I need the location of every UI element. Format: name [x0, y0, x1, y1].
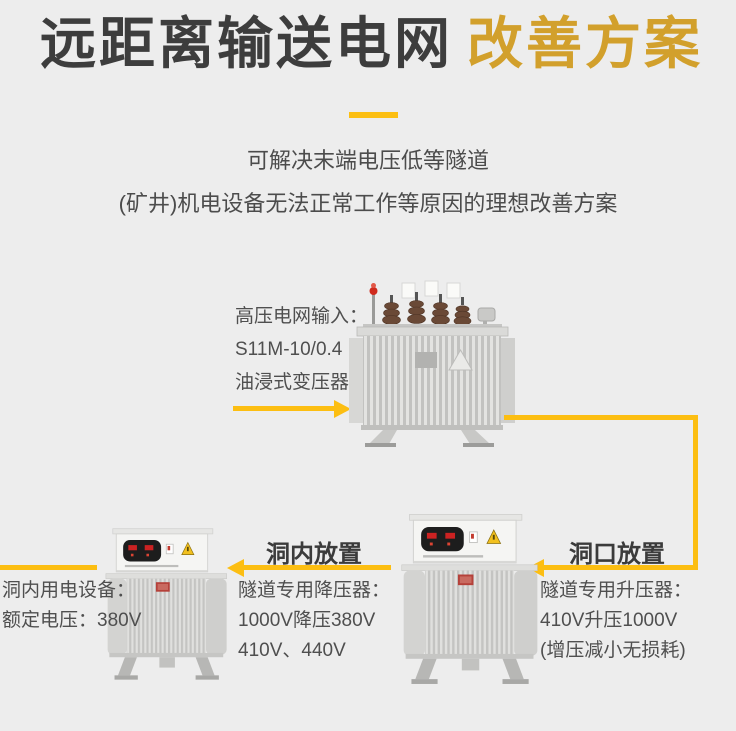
- grid-input-line2: S11M-10/0.4: [235, 339, 343, 360]
- connector-line-entrance: [543, 565, 698, 570]
- stepup-line1: 隧道专用升压器：: [540, 580, 693, 601]
- stepup-transformer-image: [401, 514, 538, 684]
- grid-input-line3: 油浸式变压器: [235, 372, 350, 393]
- stepup-line2: 410V升压1000V: [540, 610, 678, 631]
- subtitle-line1: 可解决末端电压低等隧道: [246, 148, 489, 173]
- connector-line-right: [693, 415, 698, 570]
- label-entrance-placement: 洞口放置: [569, 541, 665, 568]
- oil-transformer-image: [349, 280, 515, 447]
- subtitle-line2: (矿井)机电设备无法正常工作等原因的理想改善方案: [118, 191, 618, 216]
- equipment-line2: 额定电压：380V: [2, 610, 142, 631]
- title-accent: 改善方案: [467, 12, 703, 75]
- connector-line-inside: [243, 565, 391, 570]
- stepup-text-block: 隧道专用升压器： 410V升压1000V (增压减小无损耗): [540, 576, 692, 666]
- label-inside-placement: 洞内放置: [266, 541, 362, 568]
- arrow-left-icon-inside: [227, 559, 244, 577]
- connector-line-equipment: [0, 565, 97, 570]
- title-underline-bar: [349, 112, 398, 118]
- equipment-line1: 洞内用电设备：: [2, 580, 136, 601]
- stepdown-line1: 隧道专用降压器：: [238, 580, 391, 601]
- grid-input-text-block: 高压电网输入： S11M-10/0.4 油浸式变压器: [235, 300, 368, 399]
- connector-line-top: [504, 415, 698, 420]
- equipment-text-block: 洞内用电设备： 额定电压：380V: [2, 576, 141, 636]
- input-arrow-line: [233, 406, 335, 411]
- grid-input-line1: 高压电网输入：: [235, 306, 369, 327]
- page-title: 远距离输送电网改善方案: [40, 12, 703, 76]
- stepdown-line2: 1000V降压380V: [238, 610, 376, 631]
- title-main: 远距离输送电网: [40, 12, 453, 75]
- arrow-right-icon: [334, 400, 351, 418]
- stepdown-transformer-image: [105, 528, 227, 680]
- stepup-line3: (增压减小无损耗): [540, 640, 686, 661]
- stepdown-line3: 410V、440V: [238, 640, 346, 661]
- stepdown-text-block: 隧道专用降压器： 1000V降压380V 410V、440V: [238, 576, 390, 666]
